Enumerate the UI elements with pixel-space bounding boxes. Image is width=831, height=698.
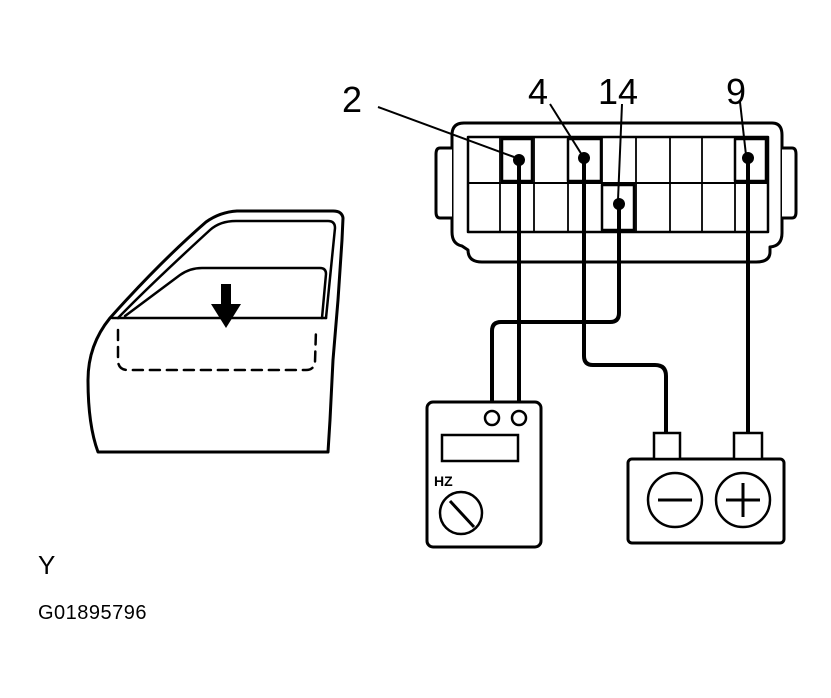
window-glass-edge bbox=[123, 266, 328, 320]
battery-negative-post bbox=[652, 431, 682, 461]
view-label: Y bbox=[38, 550, 56, 580]
connector-left-latch bbox=[434, 146, 452, 220]
leader-lines bbox=[377, 101, 747, 201]
terminal-dot-9 bbox=[742, 152, 754, 164]
window-frame bbox=[116, 219, 337, 320]
terminal-dot-4 bbox=[578, 152, 590, 164]
meter-selector-dial bbox=[438, 490, 484, 536]
connector bbox=[434, 121, 798, 264]
meter-display bbox=[440, 433, 520, 463]
plus-icon bbox=[714, 471, 772, 529]
figure-code: G01895796 bbox=[38, 602, 148, 624]
wires bbox=[490, 156, 750, 434]
frequency-meter: HZ bbox=[425, 400, 543, 549]
meter-probe-jack-right bbox=[510, 409, 528, 427]
meter-body bbox=[425, 400, 543, 549]
meter-mode-label: HZ bbox=[434, 473, 453, 489]
car-door bbox=[86, 209, 345, 454]
pin-label-9: 9 bbox=[726, 71, 746, 112]
terminal-dots bbox=[513, 152, 754, 210]
pin-label-2: 2 bbox=[342, 79, 362, 120]
meter-probe-jack-left bbox=[483, 409, 501, 427]
terminal-dot-14 bbox=[613, 198, 625, 210]
wire-pin4 bbox=[582, 156, 668, 434]
connector-right-latch bbox=[782, 146, 798, 220]
pin-label-4: 4 bbox=[528, 71, 548, 112]
battery-body bbox=[626, 457, 786, 545]
meter-dial-pointer bbox=[448, 499, 476, 529]
wire-pin14 bbox=[490, 202, 621, 408]
pin-labels: 2 4 14 9 bbox=[342, 71, 746, 120]
pin-label-14: 14 bbox=[598, 71, 638, 112]
battery bbox=[626, 431, 786, 545]
door-outline bbox=[86, 209, 345, 454]
down-arrow-icon bbox=[211, 284, 241, 328]
minus-icon bbox=[646, 471, 704, 529]
battery-positive-post bbox=[732, 431, 764, 461]
terminal-dot-2 bbox=[513, 154, 525, 166]
dashed-window-outline bbox=[116, 328, 318, 372]
